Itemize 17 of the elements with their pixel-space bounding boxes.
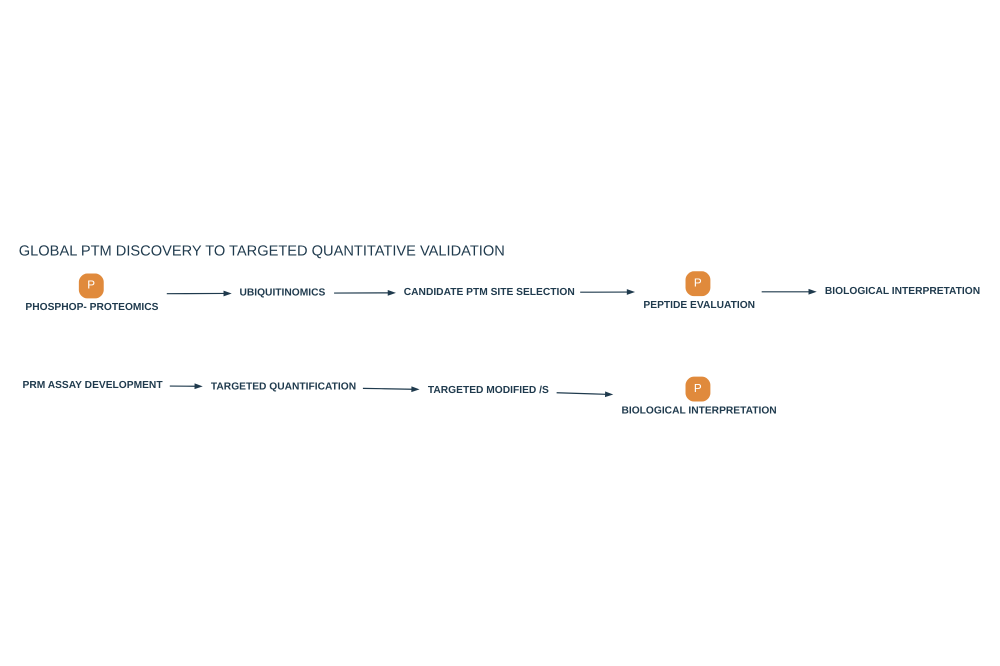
- node-text: CANDIDATE PTM SITE SELECTION: [404, 286, 575, 298]
- node-label: PEPTIDE EVALUATION: [643, 300, 756, 311]
- arrow: [166, 290, 232, 296]
- node-text: PRM ASSAY DEVELOPMENT: [22, 379, 163, 390]
- arrow: [762, 288, 817, 294]
- node-text: UBIQUITINOMICS: [239, 287, 326, 298]
- node-text: TARGETED QUANTIFICATION: [210, 380, 356, 392]
- arrow: [170, 382, 203, 389]
- arrow: [580, 288, 636, 294]
- node-label: BIOLOGICAL INTERPRETATION: [621, 404, 777, 416]
- node-text: TARGETED MODIFIED /S: [428, 384, 549, 396]
- diagram-title: GLOBAL PTM DISCOVERY TO TARGETED QUANTITATIVE VALIDATION: [18, 243, 505, 260]
- arrow: [362, 386, 420, 392]
- node-text: BIOLOGICAL INTERPRETATION: [824, 286, 980, 297]
- arrow: [334, 290, 396, 296]
- arrow: [556, 390, 614, 397]
- node-label: PHOSPHOP- PROTEOMICS: [25, 302, 158, 313]
